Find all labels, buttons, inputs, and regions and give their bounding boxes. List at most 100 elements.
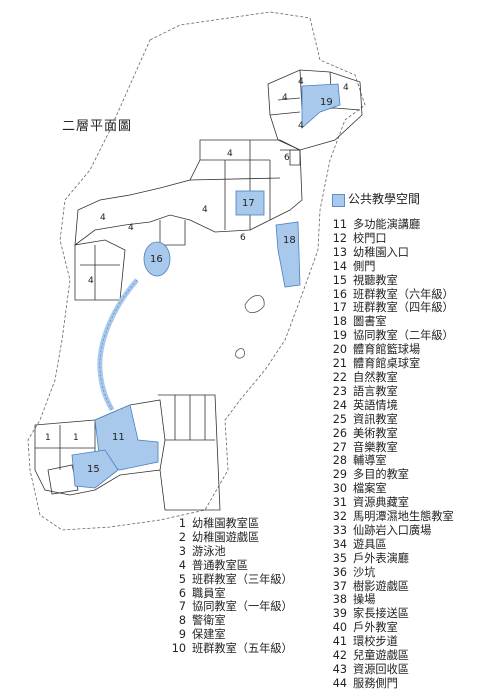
legend-entry-number: 31 [332,496,347,510]
legend-entry-label: 樹影遊戲區 [353,579,409,593]
legend-entry-label: 語言教室 [353,384,398,398]
legend-entry-label: 服務側門 [353,676,398,690]
room-label: 6 [240,233,246,243]
legend-entry-number: 39 [332,607,347,621]
legend-entry-label: 家長接送區 [353,607,409,621]
legend-entry-number: 8 [178,614,186,628]
legend-entry-label: 仙跡岩入口廣場 [353,523,432,537]
legend-entry-number: 41 [332,635,347,649]
legend-entry-label: 資源回收區 [353,663,409,676]
legend-entry-label: 音樂教室 [353,440,398,454]
legend-entry-label: 警衛室 [192,614,226,628]
legend-entry-label: 班群教室（五年級） [192,642,293,656]
room-18-highlight [275,221,301,288]
room-label: 17 [242,198,255,209]
legend-entry-number: 7 [178,600,186,614]
room-label: 4 [202,205,208,215]
legend-entry-number: 15 [332,273,347,287]
legend-swatch [332,194,345,207]
room-label: 1 [45,433,51,443]
legend-entry-number: 22 [332,370,347,384]
legend-entry: 42 兒童遊戲區 [331,649,454,663]
legend-entry-number: 4 [178,558,186,572]
legend-entry-number: 37 [332,579,347,593]
legend-entry-number: 25 [332,412,347,426]
legend-entry-label: 檔案室 [353,482,387,496]
legend-entry-label: 輔導室 [353,454,387,468]
legend-entry: 39 家長接送區 [331,607,454,621]
legend-entry-label: 體育館籃球場 [353,343,421,357]
room-label: 4 [88,276,94,286]
leaf-shape [244,294,265,314]
legend-entry-number: 35 [332,551,347,565]
legend-entry-label: 兒童遊戲區 [353,649,409,663]
legend-entry-number: 14 [332,259,347,273]
room-15-highlight [71,449,119,489]
room-label: 1 [73,433,79,443]
legend-entry-number: 42 [332,649,347,663]
leaf-shape [235,348,245,359]
legend-entry-number: 20 [332,343,347,357]
legend-entry-label: 游泳池 [192,544,226,558]
legend-entry-number: 40 [332,621,347,635]
legend-entry-number: 11 [332,218,347,231]
legend-entry-label: 視聽教室 [353,273,398,287]
room-16-highlight [143,241,171,277]
room-17-highlight [235,190,265,216]
legend-entry-number: 1 [178,517,186,530]
legend-entry: 1 幼稚園教室區 [170,517,293,531]
legend-entry-label: 班群教室（六年級） [353,287,454,301]
legend-entry-label: 普通教室區 [192,558,248,572]
legend-entry: 37 樹影遊戲區 [331,580,454,594]
legend-entry-number: 12 [332,231,347,245]
legend-entry: 10 班群教室（五年級） [170,642,293,656]
legend-entry-number: 10 [171,642,186,656]
legend-entry-number: 18 [332,315,347,329]
legend-entry-label: 協同教室（一年級） [192,600,293,614]
legend-entry-number: 29 [332,468,347,482]
legend-entry-label: 幼稚園入口 [353,245,409,259]
legend-entry-label: 職員室 [192,586,226,600]
legend-entry: 8 警衛室 [170,614,293,628]
legend-entry-number: 6 [178,586,186,600]
legend-entry-label: 馬明潭濕地生態教室 [353,510,454,524]
room-label: 18 [283,235,296,246]
room-label: 6 [284,153,290,163]
legend-entry-number: 5 [178,572,186,586]
legend-entry-number: 26 [332,426,347,440]
room-label: 11 [112,432,125,443]
legend-entry-number: 44 [332,676,347,690]
legend-entry: 6 職員室 [170,587,293,601]
room-label: 19 [320,97,333,108]
legend-entry-label: 幼稚園教室區 [192,517,260,530]
room-label: 4 [298,77,304,87]
curved-walkway [97,278,139,412]
legend-entry-number: 27 [332,440,347,454]
legend-entry-number: 24 [332,398,347,412]
room-label: 4 [343,83,349,93]
legend-entry-number: 3 [178,544,186,558]
legend-entry-label: 英語情境 [353,398,398,412]
legend-entry-label: 戶外教室 [353,621,398,635]
legend-entry-label: 班群教室（三年級） [192,572,293,586]
legend-entry-label: 圖書室 [353,315,387,329]
legend-entry-label: 多目的教室 [353,468,409,482]
legend-entry-number: 16 [332,287,347,301]
legend-entry-label: 協同教室（二年級） [353,329,454,343]
legend-entry: 29 多目的教室 [331,468,454,482]
room-label: 4 [282,93,288,103]
legend-entry: 15 視聽教室 [331,274,454,288]
